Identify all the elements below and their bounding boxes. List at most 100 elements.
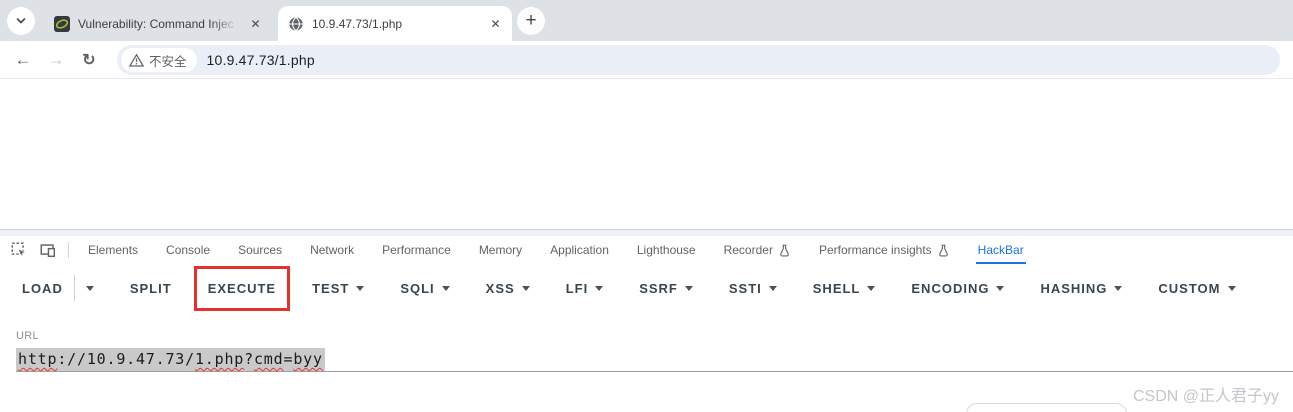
- button-divider: [73, 275, 75, 301]
- cut-off-button[interactable]: [966, 403, 1127, 412]
- devtools-tab-application[interactable]: Application: [548, 236, 611, 264]
- devtools-tab-performance[interactable]: Performance: [380, 236, 453, 264]
- security-chip[interactable]: 不安全: [121, 48, 197, 72]
- hackbar-button-split[interactable]: SPLIT: [122, 277, 180, 300]
- url-input-underline: [16, 371, 1293, 372]
- devtools-tab-lighthouse[interactable]: Lighthouse: [635, 236, 698, 264]
- devtools-panel: Elements Console Sources Network Performance…: [0, 229, 1293, 412]
- address-bar[interactable]: 不安全 10.9.47.73/1.php: [117, 45, 1280, 75]
- globe-icon: [289, 16, 303, 31]
- hackbar-button-label: SHELL: [812, 280, 861, 296]
- url-segment: byy: [293, 350, 323, 368]
- devtools-tab-label: Recorder: [723, 243, 773, 257]
- chevron-down-icon: [1227, 286, 1236, 291]
- devtools-tab-label: HackBar: [977, 243, 1024, 258]
- devtools-tab-performance-insights[interactable]: Performance insights: [817, 236, 952, 264]
- hackbar-button-sqli[interactable]: SQLI: [392, 277, 457, 300]
- devtools-tab-label: Elements: [88, 243, 139, 257]
- close-icon[interactable]: ✕: [250, 16, 261, 31]
- devtools-tab-hackbar[interactable]: HackBar: [975, 236, 1026, 264]
- back-icon[interactable]: ←: [14, 49, 32, 69]
- new-tab-button[interactable]: +: [517, 7, 545, 35]
- chevron-down-icon: [356, 286, 365, 291]
- warning-triangle-icon: [129, 53, 144, 67]
- hackbar-button-execute[interactable]: EXECUTE: [193, 265, 291, 311]
- devtools-tab-label: Application: [550, 243, 609, 257]
- tab-title: Vulnerability: Command Injec: [78, 16, 239, 31]
- url-segment: ?: [244, 350, 254, 368]
- hackbar-button-load[interactable]: LOAD: [14, 271, 102, 305]
- chevron-down-icon[interactable]: [85, 286, 94, 291]
- devtools-resize-handle[interactable]: [0, 230, 1293, 236]
- dvwa-favicon-icon: [54, 15, 70, 32]
- devtools-tab-bar: Elements Console Sources Network Performance…: [0, 236, 1293, 264]
- security-chip-label: 不安全: [149, 54, 187, 69]
- flask-icon: [938, 244, 948, 256]
- hackbar-button-label: CUSTOM: [1158, 280, 1221, 296]
- browser-toolbar: ← → ↻ 不安全 10.9.47.73/1.php: [0, 41, 1293, 79]
- hackbar-toolbar: LOAD SPLIT EXECUTE TEST SQLI XSS LFI SSRF SSTI SH…: [0, 264, 1293, 312]
- hackbar-button-lfi[interactable]: LFI: [558, 277, 612, 300]
- browser-tab-strip: Vulnerability: Command Injec ✕ 10.9.47.7…: [0, 0, 1293, 41]
- chevron-down-icon: [521, 286, 530, 291]
- devtools-tab-recorder[interactable]: Recorder: [722, 236, 793, 264]
- hackbar-button-label: SQLI: [400, 280, 435, 296]
- hackbar-button-custom[interactable]: CUSTOM: [1150, 277, 1243, 300]
- url-segment: cmd: [253, 350, 284, 368]
- hackbar-button-label: TEST: [312, 280, 350, 296]
- tab-search-button[interactable]: [7, 7, 35, 35]
- browser-tab-current[interactable]: 10.9.47.73/1.php ✕: [278, 6, 512, 41]
- devtools-tab-memory[interactable]: Memory: [477, 236, 524, 264]
- toolbar-divider: [68, 242, 69, 258]
- hackbar-button-label: HASHING: [1040, 280, 1108, 296]
- chevron-down-icon: [595, 286, 604, 291]
- hackbar-button-label: XSS: [485, 280, 515, 296]
- url-segment: =: [283, 350, 294, 368]
- hackbar-button-label: EXECUTE: [207, 280, 277, 296]
- page-content-blank: [0, 79, 1293, 229]
- browser-tab-dvwa[interactable]: Vulnerability: Command Injec ✕: [44, 6, 272, 41]
- hackbar-button-label: SSRF: [639, 280, 678, 296]
- tab-title: 10.9.47.73/1.php: [312, 16, 403, 31]
- devtools-tab-label: Network: [310, 243, 355, 257]
- url-segment: http: [18, 350, 58, 368]
- forward-icon: →: [47, 49, 65, 69]
- flask-icon: [780, 244, 789, 256]
- devtools-tab-label: Memory: [478, 243, 523, 257]
- url-segment: 1.php: [194, 350, 245, 368]
- chevron-down-icon: [867, 286, 876, 291]
- hackbar-button-ssrf[interactable]: SSRF: [631, 277, 701, 300]
- devtools-tab-console[interactable]: Console: [164, 236, 212, 264]
- devtools-tab-network[interactable]: Network: [308, 236, 356, 264]
- devtools-tab-label: Performance: [382, 243, 451, 257]
- devtools-tab-elements[interactable]: Elements: [86, 236, 140, 264]
- close-icon[interactable]: ✕: [490, 16, 501, 31]
- devtools-tab-label: Lighthouse: [636, 243, 696, 257]
- hackbar-button-label: LOAD: [22, 280, 63, 296]
- hackbar-button-label: SPLIT: [129, 280, 172, 296]
- chevron-down-icon: [996, 286, 1005, 291]
- device-toolbar-icon[interactable]: [38, 240, 58, 260]
- hackbar-button-label: LFI: [565, 280, 589, 296]
- url-field-label: URL: [16, 330, 39, 342]
- chevron-down-icon: [16, 18, 26, 24]
- url-input[interactable]: http://10.9.47.73/1.php?cmd=byy: [16, 348, 325, 371]
- hackbar-button-xss[interactable]: XSS: [478, 277, 538, 300]
- hackbar-button-ssti[interactable]: SSTI: [721, 277, 785, 300]
- devtools-tab-label: Console: [166, 243, 211, 257]
- devtools-tab-label: Performance insights: [818, 243, 932, 257]
- watermark-text: CSDN @正人君子yy: [1132, 388, 1279, 405]
- chevron-down-icon: [768, 286, 777, 291]
- hackbar-button-label: ENCODING: [911, 280, 990, 296]
- hackbar-button-label: SSTI: [728, 280, 762, 296]
- reload-icon[interactable]: ↻: [82, 51, 96, 69]
- hackbar-button-encoding[interactable]: ENCODING: [903, 277, 1012, 300]
- hackbar-panel: LOAD SPLIT EXECUTE TEST SQLI XSS LFI SSRF SSTI SH…: [0, 264, 1293, 412]
- hackbar-button-test[interactable]: TEST: [304, 277, 372, 300]
- hackbar-button-hashing[interactable]: HASHING: [1032, 277, 1130, 300]
- devtools-tab-sources[interactable]: Sources: [236, 236, 284, 264]
- inspect-icon[interactable]: [9, 240, 29, 260]
- devtools-tabs: Elements Console Sources Network Performance…: [86, 236, 1026, 264]
- hackbar-button-shell[interactable]: SHELL: [805, 277, 884, 300]
- devtools-tab-label: Sources: [238, 243, 283, 257]
